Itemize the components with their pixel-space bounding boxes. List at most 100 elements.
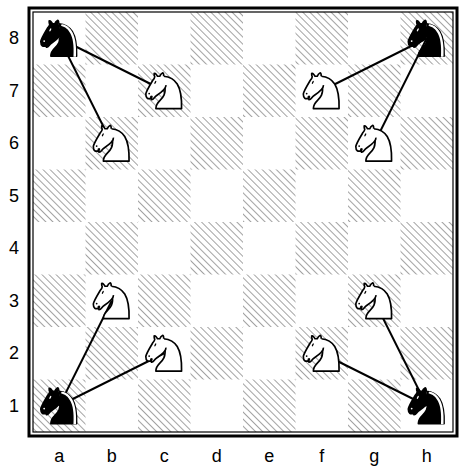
dark-square — [191, 117, 244, 170]
dark-square — [191, 222, 244, 275]
knight-highlight — [429, 24, 444, 57]
rank-label: 1 — [4, 396, 24, 416]
dark-square — [243, 170, 296, 223]
dark-square — [348, 380, 401, 433]
dark-square — [33, 275, 86, 328]
dark-square — [86, 117, 139, 170]
file-label: b — [102, 446, 122, 466]
dark-square — [296, 117, 349, 170]
file-label: d — [207, 446, 227, 466]
dark-square — [33, 170, 86, 223]
dark-square — [401, 117, 454, 170]
dark-square — [138, 65, 191, 118]
knight-highlight — [429, 392, 444, 425]
file-label: f — [312, 446, 332, 466]
knight-highlight — [61, 392, 76, 425]
white-knight — [93, 125, 129, 161]
dark-square — [348, 275, 401, 328]
dark-square — [191, 327, 244, 380]
knight-body — [408, 20, 444, 56]
knight-eye — [154, 81, 157, 85]
knight-body — [146, 335, 182, 371]
black-knight — [41, 388, 77, 424]
knight-eye — [154, 343, 157, 347]
dark-square — [86, 222, 139, 275]
dark-square — [138, 380, 191, 433]
knight-body — [303, 335, 339, 371]
knight-nostril — [306, 355, 308, 357]
rank-label: 5 — [4, 186, 24, 206]
knight-eye — [364, 133, 367, 137]
knight-body — [146, 73, 182, 109]
rank-label: 7 — [4, 81, 24, 101]
knight-nostril — [96, 145, 98, 147]
knight-nostril — [358, 145, 360, 147]
dark-square — [348, 65, 401, 118]
knight-eye — [364, 291, 367, 295]
black-knight — [408, 388, 444, 424]
knight-body — [41, 20, 77, 56]
board-outer-border — [29, 8, 457, 436]
knight-eye — [101, 291, 104, 295]
black-knight — [408, 20, 444, 56]
file-label: e — [259, 446, 279, 466]
file-label: c — [154, 446, 174, 466]
knight-body — [356, 125, 392, 161]
knight-eye — [49, 396, 52, 400]
dark-square — [243, 380, 296, 433]
dark-square — [401, 12, 454, 65]
knight-eye — [416, 28, 419, 32]
knight-body — [303, 73, 339, 109]
rank-label: 8 — [4, 28, 24, 48]
knight-body — [93, 283, 129, 319]
knight-eye — [311, 81, 314, 85]
knight-nostril — [411, 408, 413, 410]
board-squares — [33, 12, 453, 432]
knight-nostril — [411, 40, 413, 42]
dark-square — [296, 12, 349, 65]
knight-eye — [49, 28, 52, 32]
white-knight — [93, 283, 129, 319]
rank-label: 4 — [4, 238, 24, 258]
knight-nostril — [148, 355, 150, 357]
dark-square — [33, 65, 86, 118]
dark-square — [86, 327, 139, 380]
file-label: g — [364, 446, 384, 466]
dark-square — [191, 12, 244, 65]
white-knight — [303, 335, 339, 371]
knight-nostril — [148, 93, 150, 95]
chess-pieces — [41, 20, 444, 424]
knight-move-lines — [59, 38, 427, 406]
knight-nostril — [358, 303, 360, 305]
dark-square — [401, 222, 454, 275]
rank-label: 2 — [4, 343, 24, 363]
knight-nostril — [43, 408, 45, 410]
dark-square — [243, 65, 296, 118]
knight-nostril — [43, 40, 45, 42]
white-knight — [356, 283, 392, 319]
board-inner-border — [33, 12, 453, 432]
dark-square — [243, 275, 296, 328]
white-knight — [303, 73, 339, 109]
knight-eye — [311, 343, 314, 347]
dark-square — [86, 12, 139, 65]
knight-body — [93, 125, 129, 161]
file-label: a — [49, 446, 69, 466]
white-knight — [356, 125, 392, 161]
knight-nostril — [306, 93, 308, 95]
knight-body — [408, 388, 444, 424]
dark-square — [296, 222, 349, 275]
dark-square — [138, 275, 191, 328]
knight-body — [356, 283, 392, 319]
file-label: h — [417, 446, 437, 466]
knight-highlight — [61, 24, 76, 57]
dark-square — [348, 170, 401, 223]
dark-square — [33, 380, 86, 433]
knight-body — [41, 388, 77, 424]
dark-square — [401, 327, 454, 380]
rank-label: 3 — [4, 291, 24, 311]
black-knight — [41, 20, 77, 56]
knight-eye — [416, 396, 419, 400]
